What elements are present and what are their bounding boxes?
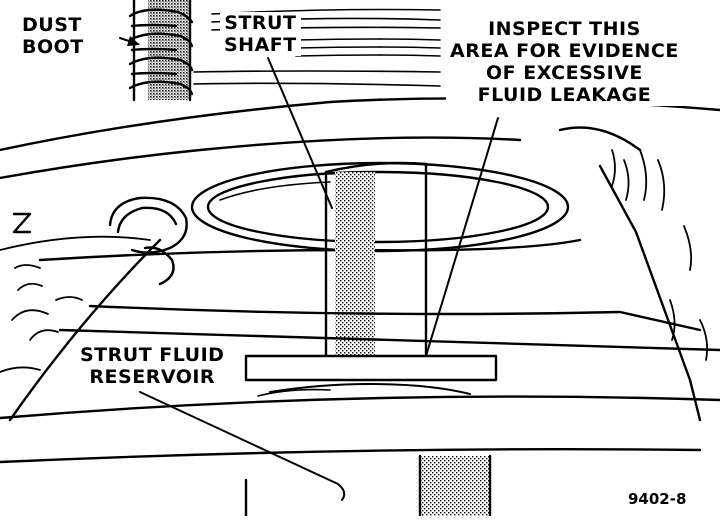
inspect-label-line-1: INSPECT THIS — [488, 18, 641, 40]
strut-shaft-leader — [267, 57, 333, 209]
leader-lines — [119, 37, 499, 501]
strut-shaft-label: STRUT SHAFT — [220, 12, 301, 56]
right-fold — [558, 126, 709, 422]
tower-opening — [190, 161, 570, 253]
strut-shaft-label-line-1: STRUT — [224, 12, 297, 34]
dust-boot-label-line-1: DUST — [22, 14, 82, 36]
strut-plate — [244, 354, 498, 397]
fluid-reservoir — [244, 454, 492, 518]
reservoir-label-line-2: RESERVOIR — [89, 366, 216, 388]
reservoir-label-line-1: STRUT FLUID — [80, 344, 225, 366]
reservoir-leader — [139, 391, 346, 501]
left-fold — [0, 235, 151, 373]
inspect-label-line-4: FLUID LEAKAGE — [477, 84, 652, 106]
strut-shaft — [324, 161, 428, 366]
inspect-label: INSPECT THIS AREA FOR EVIDENCE OF EXCESS… — [446, 18, 683, 106]
dust-boot — [128, 0, 194, 102]
dust-boot-label-line-2: BOOT — [22, 36, 84, 58]
figure-number: 9402-8 — [628, 490, 687, 508]
dust-boot-label: DUST BOOT — [22, 14, 84, 58]
reservoir-label: STRUT FLUID RESERVOIR — [78, 344, 227, 388]
inspect-label-line-3: OF EXCESSIVE — [485, 62, 643, 84]
inspect-leader — [425, 117, 499, 357]
strut-mount-knob — [108, 196, 188, 286]
inspect-label-line-2: AREA FOR EVIDENCE — [450, 40, 679, 62]
strut-shaft-label-line-2: SHAFT — [224, 34, 297, 56]
